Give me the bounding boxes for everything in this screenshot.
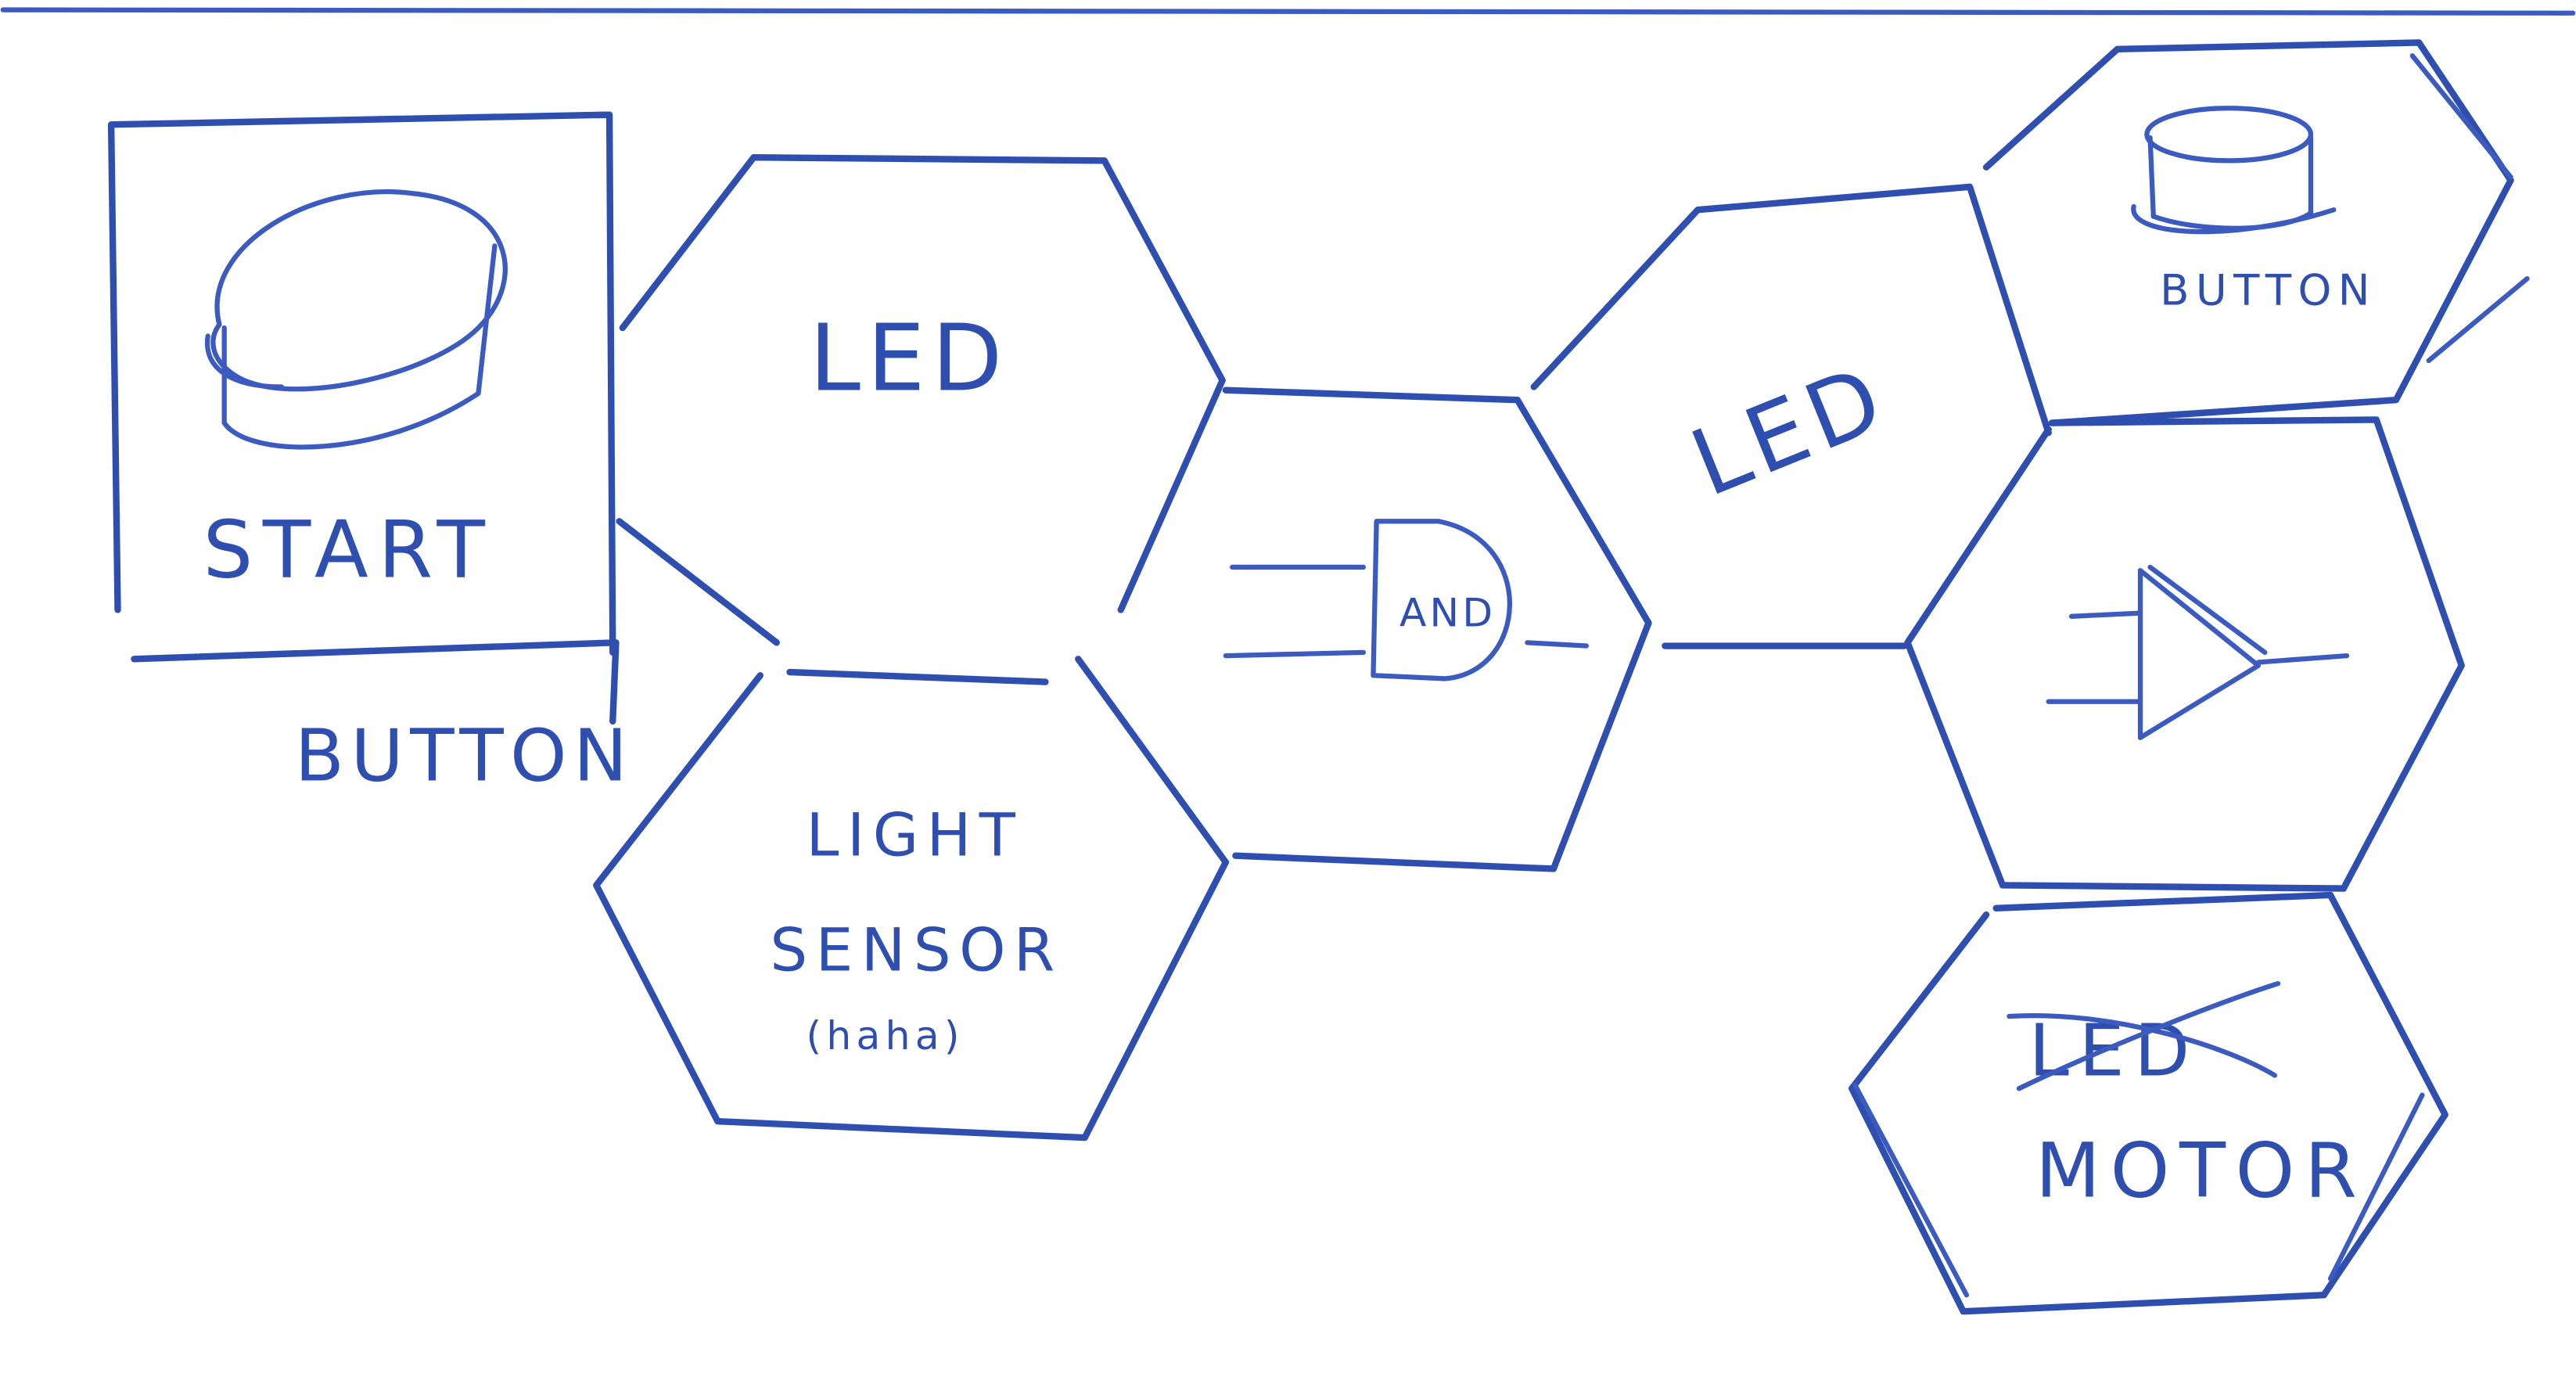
start-button-tile: START BUTTON	[107, 111, 634, 797]
strike-through-marks	[2007, 981, 2281, 1091]
light-sensor-label-line1: LIGHT	[807, 801, 1024, 870]
motor-hex-sketch-strokes	[1852, 1082, 2425, 1298]
and-gate-hexagon: AND	[1222, 386, 1652, 872]
led-label-left: LED	[810, 305, 1009, 412]
light-sensor-label-line2: SENSOR	[770, 915, 1062, 984]
led-hexagon-right: LED	[1530, 183, 2052, 518]
button-hex-right-outline	[1982, 39, 2514, 426]
buffer-gate-icon	[2046, 564, 2350, 740]
page-edge	[0, 7, 2576, 16]
light-sensor-hex-outline	[593, 656, 1230, 1142]
and-gate-label: AND	[1399, 589, 1496, 635]
led-hex-right-outline	[1530, 183, 2052, 437]
crossed-out-led: LED	[2007, 981, 2281, 1092]
button-label-right: BUTTON	[2160, 265, 2377, 315]
push-button-icon-right	[2131, 106, 2337, 235]
button-hex-right-sketch-strokes	[2409, 53, 2530, 364]
and-gate-icon	[1223, 519, 1589, 681]
motor-hexagon: LED MOTOR	[1848, 891, 2448, 1315]
start-tile-outline	[107, 111, 620, 725]
led-hex-left-bottom-edge	[616, 518, 780, 646]
and-hex-outline	[1222, 386, 1652, 872]
push-button-icon	[204, 189, 508, 450]
motor-hex-outline	[1848, 891, 2448, 1315]
led-label-right: LED	[1677, 343, 1902, 518]
buffer-gate-hexagon	[1904, 416, 2465, 892]
light-sensor-label-line3: (haha)	[807, 1012, 965, 1059]
start-label: START	[203, 505, 494, 596]
button-label-left: BUTTON	[295, 713, 634, 797]
button-hexagon-right: BUTTON	[1982, 39, 2530, 426]
led-hexagon-left: LED	[616, 153, 1226, 646]
light-sensor-hexagon: LIGHT SENSOR (haha)	[593, 656, 1230, 1142]
led-hex-left-outline	[619, 153, 1226, 613]
motor-label: MOTOR	[2035, 1127, 2367, 1215]
buffer-hex-outline	[1904, 416, 2465, 892]
